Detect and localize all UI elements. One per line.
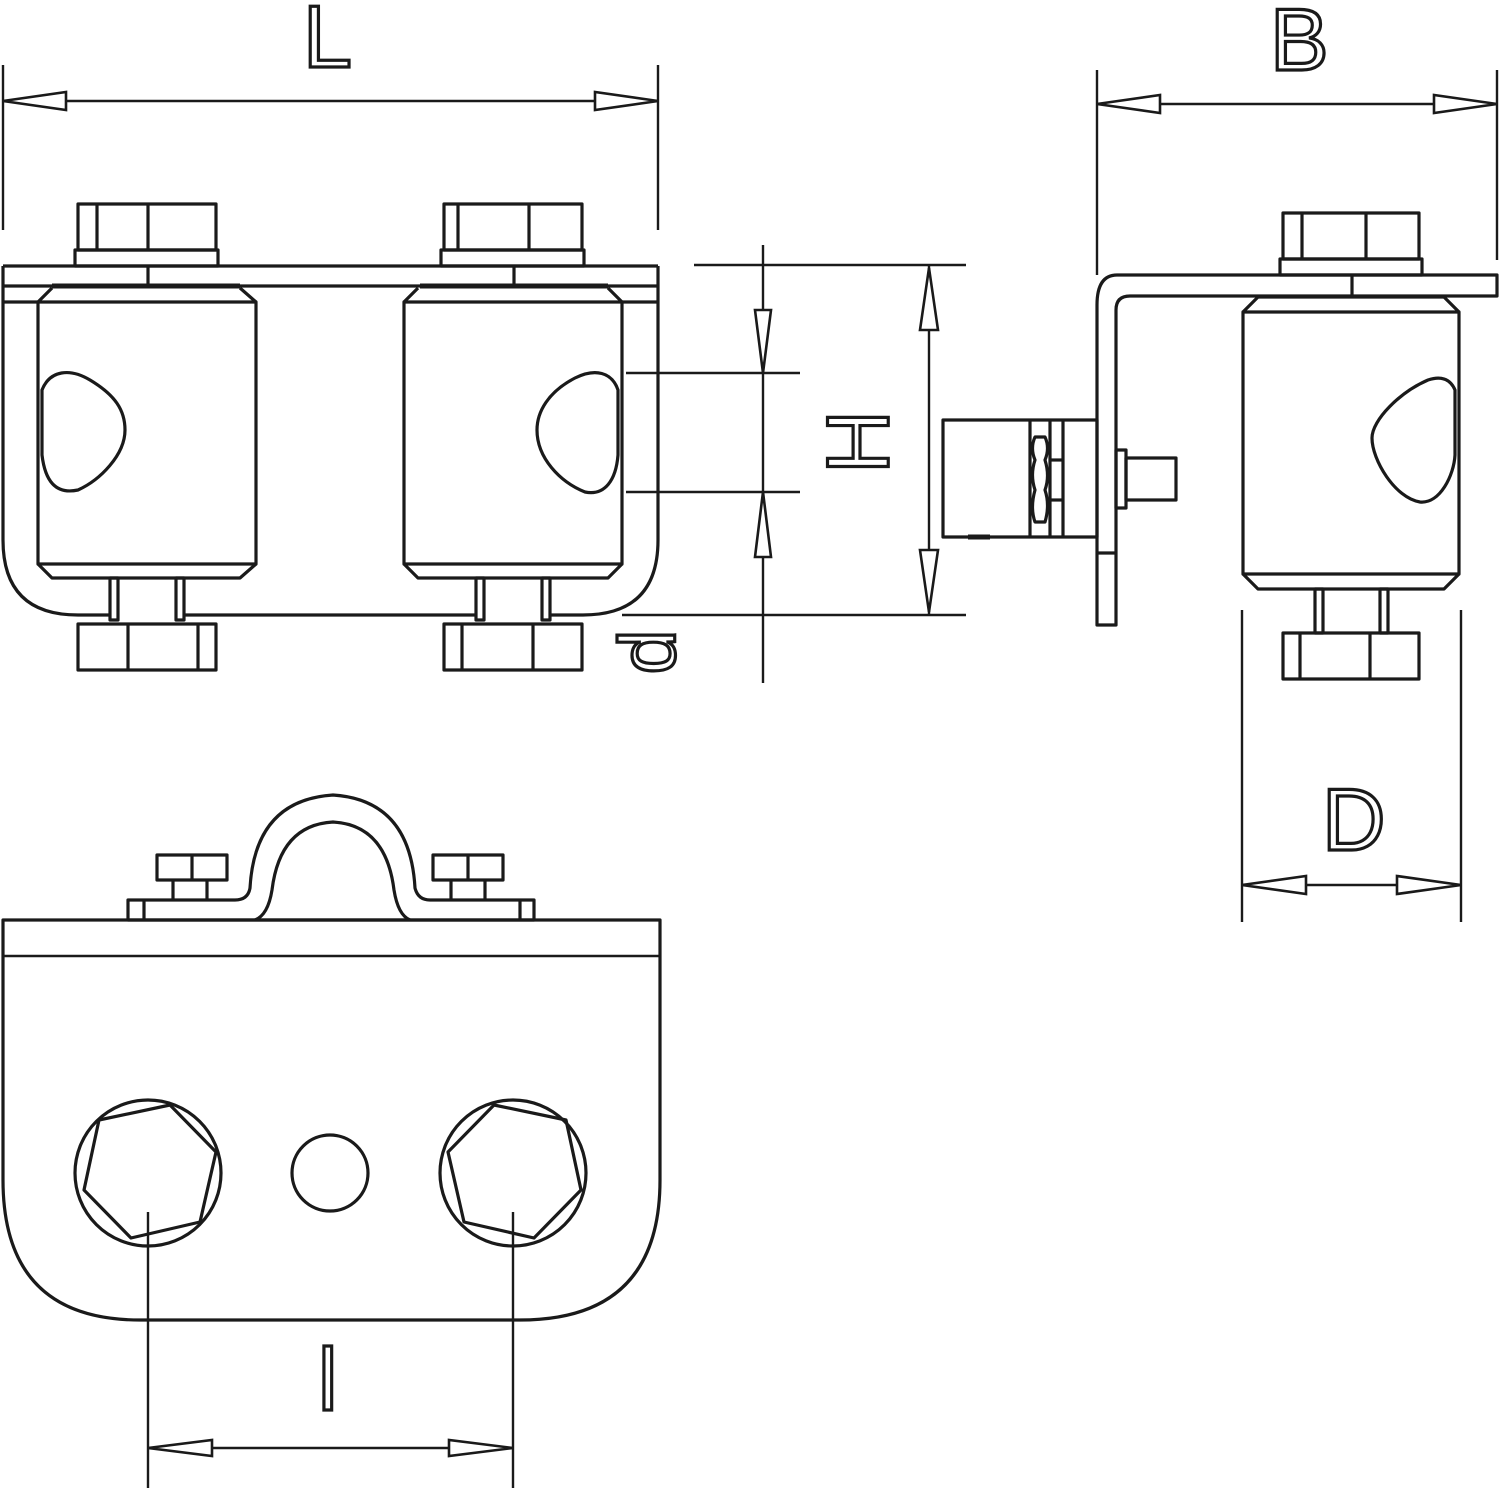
dimension-H: H	[622, 263, 966, 617]
label-B: B	[1270, 0, 1329, 89]
label-D: D	[1322, 770, 1386, 869]
dimension-d: d	[601, 245, 800, 683]
dimension-l: l	[146, 1212, 515, 1488]
base-plate	[1, 918, 662, 1322]
label-d: d	[603, 630, 692, 675]
dimension-B: B	[1095, 0, 1499, 275]
top-bolt-left	[73, 202, 220, 268]
bottom-bolt-right	[442, 576, 584, 672]
angle-bracket	[1095, 273, 1499, 627]
label-H: H	[808, 410, 907, 474]
side-view: B	[941, 0, 1499, 922]
top-strap	[126, 793, 536, 922]
bottom-bolt-left	[76, 576, 218, 672]
strap-nut-right	[431, 853, 505, 900]
top-view: l	[1, 793, 662, 1488]
strap-nut-left	[155, 853, 229, 900]
label-L: L	[303, 0, 352, 86]
top-bolt-right	[439, 202, 586, 268]
side-clamp-body	[1241, 295, 1461, 591]
side-top-bolt	[1278, 211, 1424, 277]
label-l: l	[318, 1330, 338, 1429]
side-mount-bolt	[941, 418, 1178, 540]
top-plate	[1, 264, 660, 617]
side-bottom-bolt	[1281, 587, 1421, 681]
front-view: L	[1, 0, 966, 683]
dimension-L: L	[1, 0, 660, 230]
clamp-body-right	[402, 283, 624, 580]
center-hole	[290, 1133, 370, 1213]
clamp-body-left	[36, 283, 258, 580]
dimension-D: D	[1240, 610, 1463, 922]
